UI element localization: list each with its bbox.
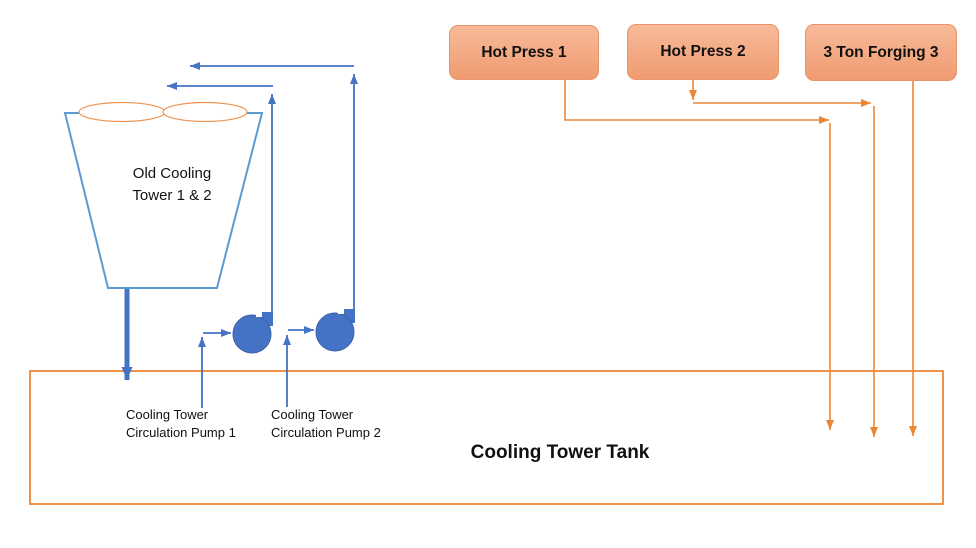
hot-press-1-label: Hot Press 1 (481, 43, 567, 61)
cooling-tower-label: Old Cooling Tower 1 & 2 (132, 165, 212, 204)
hot-press-1-box: Hot Press 1 (449, 25, 599, 80)
forging-3-label: 3 Ton Forging 3 (823, 43, 939, 61)
cooling-tower-tank-shape (29, 370, 944, 505)
tower-fan-1-ellipse (78, 101, 166, 123)
tower-fan-2-ellipse (162, 101, 248, 123)
hot-press-2-label: Hot Press 2 (660, 43, 746, 60)
pump-1-label: Cooling Tower Circulation Pump 1 (126, 407, 236, 440)
pump-2-shape (315, 312, 355, 352)
pump-1-notch (256, 311, 262, 317)
flow-hot-press-1-elbow (564, 80, 829, 124)
pump-2-notch (338, 308, 344, 314)
tank-label: Cooling Tower Tank (470, 442, 650, 463)
forging-3-box: 3 Ton Forging 3 (805, 24, 957, 81)
hot-press-2-box: Hot Press 2 (627, 24, 779, 80)
pump-2-label: Cooling Tower Circulation Pump 2 (271, 407, 381, 440)
pump-1-shape (232, 314, 272, 354)
